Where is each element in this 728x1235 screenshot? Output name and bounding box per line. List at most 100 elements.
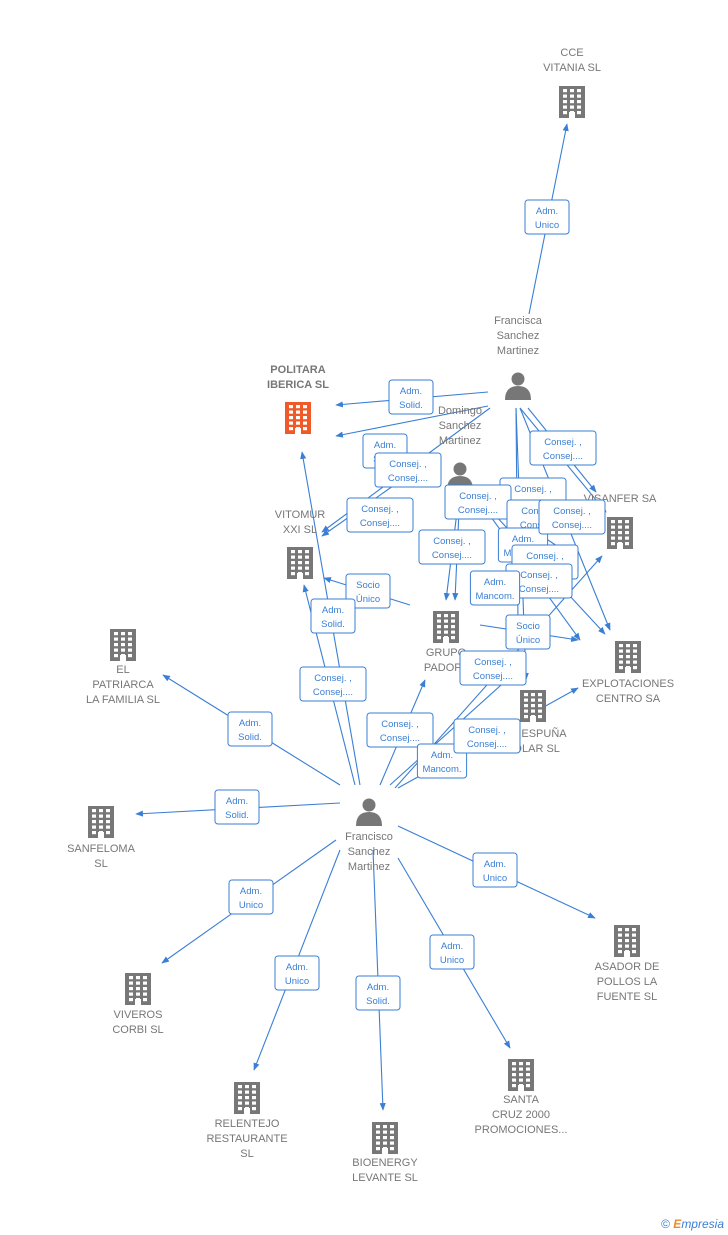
relation-text: Consej.... xyxy=(552,520,592,531)
relation-text: Consej.... xyxy=(388,473,428,484)
relation-label[interactable]: Consej. ,Consej.... xyxy=(299,666,367,702)
relation-label[interactable]: Consej. , Consej.... xyxy=(374,452,442,488)
relation-label[interactable]: Adm. Mancom. xyxy=(469,570,521,606)
relation-text: Consej. , xyxy=(544,437,582,448)
relation-text: Adm. xyxy=(286,962,308,973)
node-label-line: GRUPO xyxy=(426,647,467,659)
relation-text: Consej. , xyxy=(389,459,427,470)
relation-edge xyxy=(335,405,489,438)
relation-label[interactable]: Adm.Solid. xyxy=(355,975,401,1011)
node-label-line: PADOPA xyxy=(424,662,469,674)
relation-label[interactable]: Adm. Unico xyxy=(274,955,320,991)
node-label-line: Sanchez xyxy=(497,330,540,342)
relation-text: Solid. xyxy=(321,619,345,630)
node-label-line: VIVEROS xyxy=(114,1009,163,1021)
relation-text: Unico xyxy=(440,955,464,966)
brand-footer: © Empresia xyxy=(661,1217,724,1231)
node-label-line: PATRIARCA xyxy=(92,679,154,691)
relation-text: Solid. xyxy=(399,400,423,411)
building-icon xyxy=(615,641,641,673)
relation-text: Unico xyxy=(483,873,507,884)
relation-label[interactable]: Adm.Solid. xyxy=(227,711,273,747)
relation-label[interactable]: Adm.Unico xyxy=(524,199,570,235)
building-icon xyxy=(372,1122,398,1154)
relation-label[interactable]: Adm.Unico xyxy=(228,879,274,915)
relation-label[interactable]: Adm. Solid. xyxy=(388,379,434,415)
relation-text: Adm. xyxy=(484,577,506,588)
relation-text: Adm. xyxy=(374,440,396,451)
building-icon xyxy=(614,925,640,957)
relation-label[interactable]: Adm.Unico xyxy=(429,934,475,970)
building-icon xyxy=(508,1059,534,1091)
relation-text: Mancom. xyxy=(475,591,514,602)
relation-text: Socio xyxy=(356,580,380,591)
relation-label[interactable]: Consej. , Consej.... xyxy=(459,650,527,686)
node-label-line: Martinez xyxy=(348,861,390,873)
relation-label[interactable]: Consej. ,Consej.... xyxy=(453,718,521,754)
node-label-line: Francisca xyxy=(494,315,543,327)
building-icon xyxy=(234,1082,260,1114)
relation-label[interactable]: Consej. ,Consej.... xyxy=(346,497,414,533)
relation-text: Único xyxy=(356,594,380,605)
relation-label[interactable]: Consej. ,Consej.... xyxy=(418,529,486,565)
relation-text: Consej. , xyxy=(520,570,558,581)
relation-label[interactable]: Consej. , Consej.... xyxy=(538,499,606,535)
relation-text: Adm. xyxy=(239,718,261,729)
relation-text: Adm. xyxy=(240,886,262,897)
node-label-line: Martinez xyxy=(439,435,481,447)
relation-text: Consej. , xyxy=(474,657,512,668)
building-icon xyxy=(607,517,633,549)
node-label-line: Sanchez xyxy=(439,420,482,432)
building-icon xyxy=(88,806,114,838)
building-icon xyxy=(110,629,136,661)
relation-text: Consej. , xyxy=(459,491,497,502)
relation-text: Adm. xyxy=(484,859,506,870)
relation-label[interactable]: Consej. , Consej.... xyxy=(529,430,597,466)
relation-label[interactable]: Adm.Solid. xyxy=(214,789,260,825)
relation-text: Consej. , xyxy=(553,506,591,517)
building-icon xyxy=(559,86,585,118)
relation-text: Consej.... xyxy=(473,671,513,682)
node-label-line: Francisco xyxy=(345,831,393,843)
relation-text: Consej. , xyxy=(433,536,471,547)
building-icon xyxy=(433,611,459,643)
node-label-line: ASADOR DE xyxy=(595,961,660,973)
node-label-line: VITOMUR xyxy=(275,509,326,521)
relation-text: Consej.... xyxy=(543,451,583,462)
node-label-line: SANFELOMA xyxy=(67,843,136,855)
relation-text: Consej.... xyxy=(458,505,498,516)
node-grupo[interactable]: GRUPO PADOPA xyxy=(424,611,469,674)
relation-label[interactable]: Adm. Solid. xyxy=(310,598,356,634)
relation-text: Solid. xyxy=(366,996,390,1007)
relation-text: Consej.... xyxy=(380,733,420,744)
relation-label[interactable]: Adm. Unico xyxy=(472,852,518,888)
relation-text: Adm. xyxy=(322,605,344,616)
relation-text: Consej. , xyxy=(514,484,552,495)
relation-text: Solid. xyxy=(225,810,249,821)
building-icon xyxy=(520,690,546,722)
relation-label[interactable]: Consej. ,Consej.... xyxy=(366,712,434,748)
relation-label[interactable]: Consej. , Consej.... xyxy=(444,484,512,520)
relation-text: Consej.... xyxy=(313,687,353,698)
node-label-line: Domingo xyxy=(438,405,482,417)
node-label-line: CENTRO SA xyxy=(596,693,661,705)
relation-text: Adm. xyxy=(400,386,422,397)
node-label-line: POLLOS LA xyxy=(597,976,658,988)
relation-text: Unico xyxy=(285,976,309,987)
